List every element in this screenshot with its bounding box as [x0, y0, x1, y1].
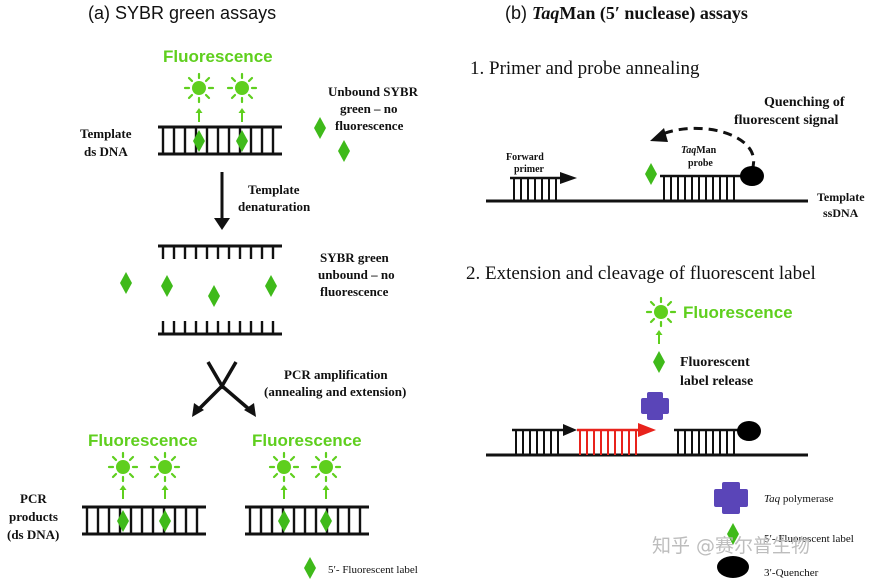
- fluorescence-sun-icon: [183, 72, 215, 104]
- bound-sybr-diamond-icon: [159, 510, 171, 532]
- emission-arrow-icon: [160, 484, 170, 500]
- taqman-probe: [660, 174, 742, 201]
- denaturation-arrow: [214, 172, 230, 230]
- reporter-diamond-icon: [645, 163, 657, 185]
- legend-quencher-icon: [717, 556, 749, 578]
- emission-arrow-icon: [279, 484, 289, 500]
- free-sybr-diamond-icon: [265, 275, 277, 297]
- fluorescence-sun-icon: [310, 451, 342, 483]
- step2-heading: 2. Extension and cleavage of fluorescent…: [466, 263, 816, 284]
- template-dsdna-label: Template ds DNA: [80, 126, 135, 159]
- fluorescence-sun-icon: [645, 296, 677, 328]
- product-dsdna-right: [245, 505, 369, 536]
- fluorescence-sun-icon: [226, 72, 258, 104]
- quenching-arrow: [659, 126, 756, 171]
- free-sybr-diamond-icon: [120, 272, 132, 294]
- template-ssdna-label: Template ssDNA: [817, 190, 868, 220]
- primer-arrowhead: [560, 172, 577, 184]
- emission-arrow-icon: [237, 107, 247, 123]
- free-sybr-diamond-icon: [161, 275, 173, 297]
- taq-polymerase-icon: [641, 392, 669, 420]
- forward-primer: [510, 176, 562, 201]
- fluorescence-sun-icon: [107, 451, 139, 483]
- legend-polymerase-label: Taq polymerase: [764, 493, 834, 505]
- quenching-arrowhead: [650, 128, 668, 142]
- free-sybr-diamond-icon: [208, 285, 220, 307]
- pcr-split-arrow: [196, 361, 252, 412]
- pcr-arrow-right-head: [244, 403, 256, 417]
- fluorescence-sun-icon: [149, 451, 181, 483]
- released-reporter-diamond-icon: [653, 351, 665, 373]
- panel-b-title: (b) TaqMan (5′ nuclease) assays: [505, 3, 748, 24]
- emission-arrow-icon: [654, 329, 664, 345]
- legend-polymerase-icon: [714, 482, 748, 514]
- watermark-text: 知乎 @赛尔普生物: [652, 535, 810, 557]
- legend-fluorescent-label: 5′- Fluorescent label: [328, 564, 418, 576]
- fluorescence-sun-icon: [268, 451, 300, 483]
- bound-sybr-diamond-icon: [278, 510, 290, 532]
- denatured-strand-top: [158, 244, 282, 259]
- left-fluorescence-label: Fluorescence: [88, 431, 198, 450]
- panel-b: (b) TaqMan (5′ nuclease) assays 1. Prime…: [466, 3, 868, 579]
- emission-arrow-icon: [321, 484, 331, 500]
- pcr-amplification-label: PCR amplification (annealing and extensi…: [264, 367, 406, 399]
- extension-arrowhead: [638, 423, 656, 437]
- sybr-unbound-label: SYBR green unbound – no fluorescence: [318, 250, 398, 299]
- primer-step2: [512, 428, 565, 455]
- bound-sybr-diamond-icon: [320, 510, 332, 532]
- taqman-probe-label: TaqMan probe: [681, 145, 719, 169]
- free-sybr-diamond-icon: [338, 140, 350, 162]
- legend-fluorescent-label-b: 5′- Fluorescent label: [764, 533, 854, 545]
- forward-primer-label: Forward primer: [506, 152, 546, 175]
- label-release-text: Fluorescent label release: [680, 355, 753, 389]
- product-dsdna-left: [82, 505, 206, 536]
- step2-fluorescence-label: Fluorescence: [683, 303, 793, 322]
- denaturation-label: Template denaturation: [238, 182, 311, 214]
- right-fluorescence-label: Fluorescence: [252, 431, 362, 450]
- new-strand-extension: [577, 428, 640, 455]
- legend-diamond-icon: [304, 557, 316, 579]
- step1-heading: 1. Primer and probe annealing: [470, 58, 700, 79]
- emission-arrow-icon: [118, 484, 128, 500]
- cleaved-probe: [674, 428, 740, 455]
- unbound-sybr-label: Unbound SYBR green – no fluorescence: [328, 84, 421, 133]
- legend-quencher-label: 3′-Quencher: [764, 567, 819, 579]
- panel-a-title: (a) SYBR green assays: [88, 3, 276, 23]
- primer-step2-arrowhead: [563, 424, 577, 436]
- free-sybr-diamond-icon: [314, 117, 326, 139]
- denatured-strand-bottom: [158, 321, 282, 336]
- panel-a: (a) SYBR green assays Fluorescence Unbou…: [7, 3, 421, 579]
- bound-sybr-diamond-icon: [236, 130, 248, 152]
- emission-arrow-icon: [194, 107, 204, 123]
- pcr-products-label: PCR products (ds DNA): [7, 491, 61, 542]
- template-dsdna: [158, 125, 282, 156]
- top-fluorescence-label: Fluorescence: [163, 47, 273, 66]
- quencher-icon: [740, 166, 764, 186]
- quencher-icon: [737, 421, 761, 441]
- pcr-arrow-left-head: [192, 403, 204, 417]
- quenching-label: Quenching of fluorescent signal: [734, 95, 848, 128]
